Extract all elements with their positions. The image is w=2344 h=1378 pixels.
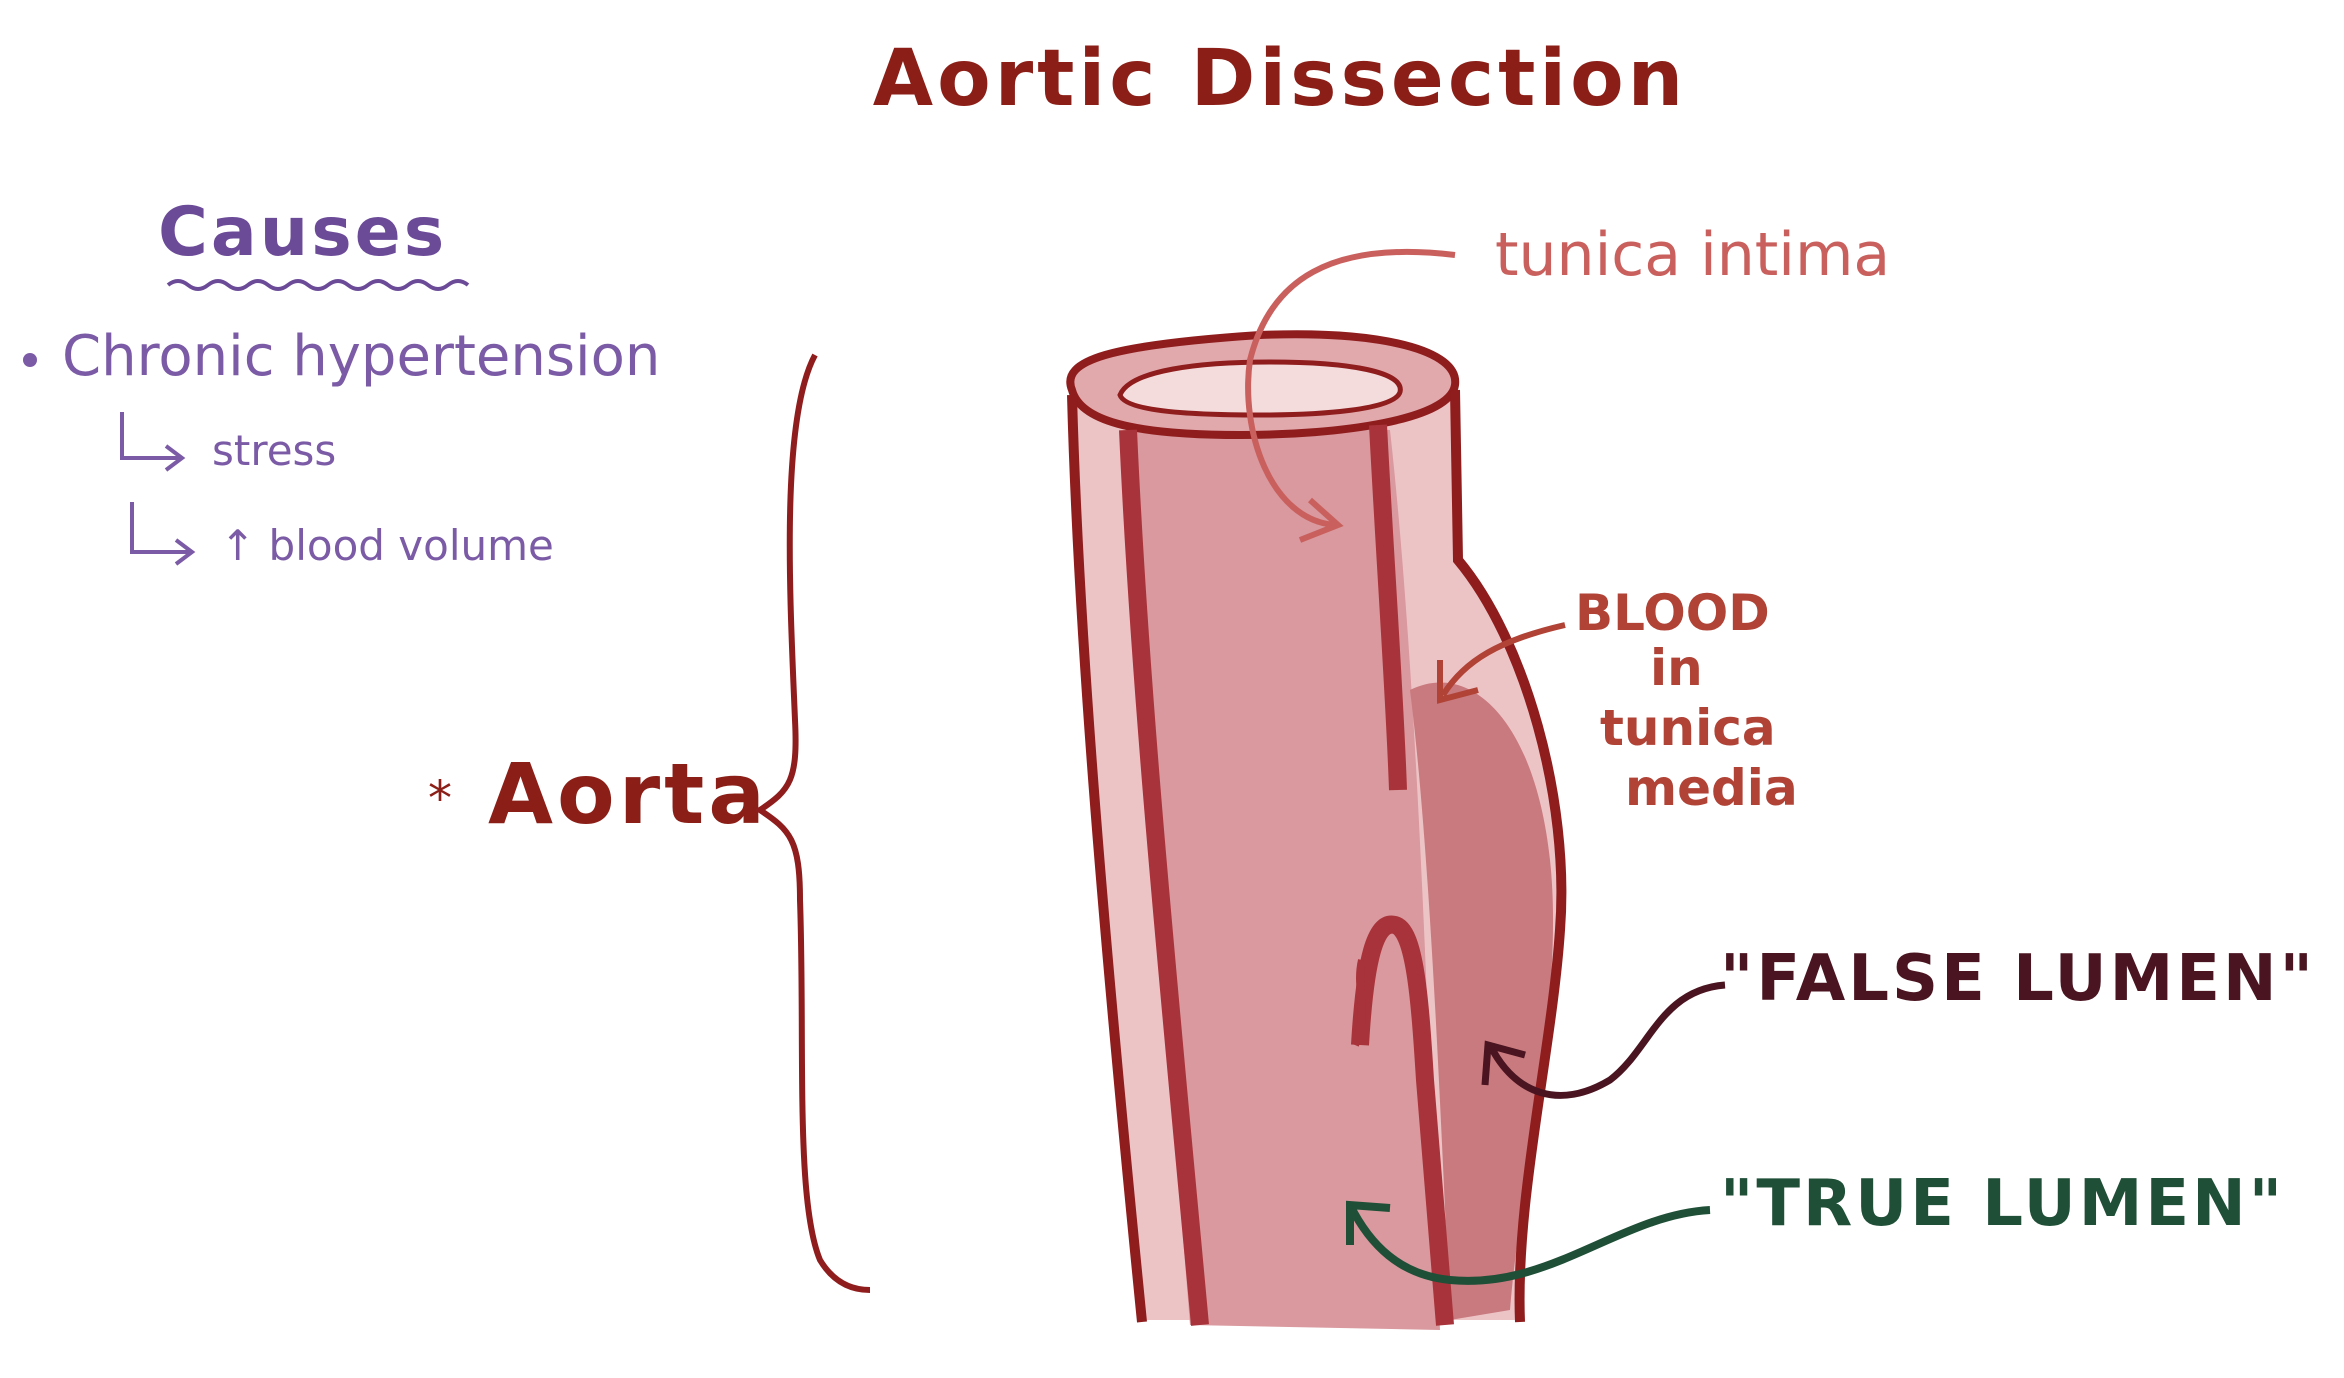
label-false-lumen: "FALSE LUMEN" <box>1720 942 2316 1016</box>
blood-media-arrow <box>1437 622 1566 704</box>
pointer-arrows <box>1245 248 1726 1285</box>
torn-intima-flap-lower <box>1351 915 1454 1326</box>
vessel-inner-lumen <box>1125 420 1440 1330</box>
diagram-title: Aortic Dissection <box>873 34 1687 124</box>
true-lumen-arrow <box>1346 1200 1711 1285</box>
label-media-line: media <box>1625 759 1798 817</box>
cause-sub-blood-volume: ↑ blood volume <box>220 521 554 570</box>
causes-underline <box>166 279 470 291</box>
aorta-vessel <box>1066 330 1567 1330</box>
sub-arrow-icon <box>120 412 186 472</box>
cause-chronic-hypertension: Chronic hypertension <box>62 324 660 389</box>
torn-intima-flap-upper <box>1369 424 1407 791</box>
false-lumen-region <box>1410 682 1554 1320</box>
vessel-inner-wall-left <box>1119 429 1209 1326</box>
asterisk-icon: * <box>428 771 452 827</box>
sub-arrow-icon <box>130 502 196 566</box>
intimal-tear-edge <box>1351 959 1366 1047</box>
vessel-left-wall <box>1067 394 1147 1323</box>
tunica-intima-arrow <box>1245 248 1456 543</box>
aorta-label-group: * Aorta <box>428 353 871 1293</box>
bullet-icon <box>23 353 37 367</box>
label-tunica-line: tunica <box>1600 699 1776 757</box>
label-tunica-intima: tunica intima <box>1495 220 1890 290</box>
label-blood-in-media: BLOOD in tunica media <box>1575 584 1798 817</box>
label-true-lumen: "TRUE LUMEN" <box>1720 1167 2285 1241</box>
label-blood-line: BLOOD <box>1575 584 1770 642</box>
causes-section: Causes Chronic hypertension stress ↑ blo… <box>23 193 660 570</box>
label-in-line: in <box>1650 639 1703 697</box>
causes-heading: Causes <box>158 193 447 272</box>
aorta-label: Aorta <box>488 745 769 843</box>
false-lumen-arrow <box>1481 981 1726 1099</box>
aorta-brace <box>754 353 871 1293</box>
cause-sub-stress: stress <box>212 426 336 475</box>
vessel-top-opening <box>1117 359 1403 418</box>
